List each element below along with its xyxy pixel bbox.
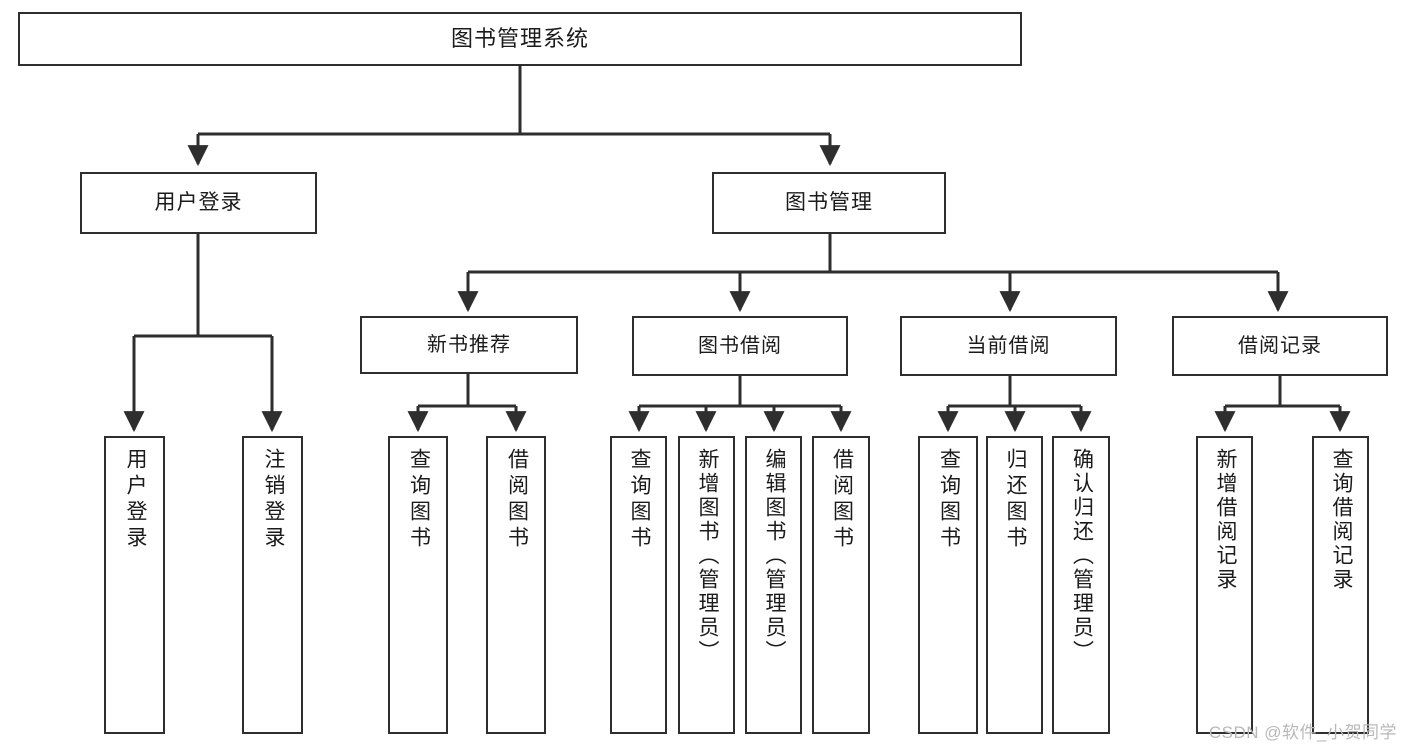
csdn-watermark: CSDN @软件_小贺同学 [1208, 723, 1397, 742]
node-label: 注销登录 [262, 448, 285, 552]
leaf-book-borrow-query[interactable]: 查询图书 [610, 436, 667, 734]
leaf-book-borrow-edit[interactable]: 编辑图书（管理员） [745, 436, 802, 734]
node-label: 查询图书 [407, 448, 431, 552]
leaf-borrow-record-query[interactable]: 查询借阅记录 [1312, 436, 1369, 734]
node-root-system[interactable]: 图书管理系统 [18, 12, 1022, 66]
node-label: 查询图书 [937, 448, 961, 552]
node-label: 用户登录 [154, 191, 243, 215]
node-user-login[interactable]: 用户登录 [80, 172, 317, 234]
leaf-current-borrow-return[interactable]: 归还图书 [986, 436, 1043, 734]
node-label: 新增借阅记录 [1214, 448, 1237, 592]
leaf-borrow-record-add[interactable]: 新增借阅记录 [1196, 436, 1253, 734]
leaf-new-book-query[interactable]: 查询图书 [388, 436, 448, 734]
node-new-book-recommend[interactable]: 新书推荐 [360, 316, 578, 374]
leaf-new-book-borrow[interactable]: 借阅图书 [486, 436, 546, 734]
node-label: 图书管理系统 [450, 25, 589, 51]
node-borrow-record[interactable]: 借阅记录 [1172, 316, 1388, 376]
leaf-book-borrow-borrow[interactable]: 借阅图书 [812, 436, 870, 734]
node-label: 查询借阅记录 [1330, 448, 1353, 592]
leaf-user-login-login[interactable]: 用户登录 [104, 436, 165, 734]
node-book-borrow[interactable]: 图书借阅 [632, 316, 848, 376]
node-label: 归还图书 [1004, 448, 1027, 552]
node-current-borrow[interactable]: 当前借阅 [900, 316, 1117, 376]
leaf-current-borrow-query[interactable]: 查询图书 [918, 436, 978, 734]
node-label: 用户登录 [124, 448, 147, 552]
node-label: 新书推荐 [427, 334, 511, 356]
node-label: 确认归还（管理员） [1070, 448, 1094, 664]
node-label: 编辑图书（管理员） [763, 448, 786, 664]
leaf-user-login-logout[interactable]: 注销登录 [242, 436, 303, 734]
node-label: 图书管理 [785, 191, 873, 215]
leaf-current-borrow-confirm-return[interactable]: 确认归还（管理员） [1052, 436, 1110, 734]
node-label: 借阅图书 [830, 448, 854, 552]
node-book-management[interactable]: 图书管理 [712, 172, 946, 234]
node-label: 查询图书 [628, 448, 651, 552]
node-label: 当前借阅 [966, 335, 1051, 357]
node-label: 图书借阅 [698, 335, 782, 357]
node-label: 借阅图书 [505, 448, 529, 552]
node-label: 借阅记录 [1238, 335, 1322, 357]
node-label: 新增图书（管理员） [696, 448, 719, 664]
leaf-book-borrow-add[interactable]: 新增图书（管理员） [678, 436, 735, 734]
